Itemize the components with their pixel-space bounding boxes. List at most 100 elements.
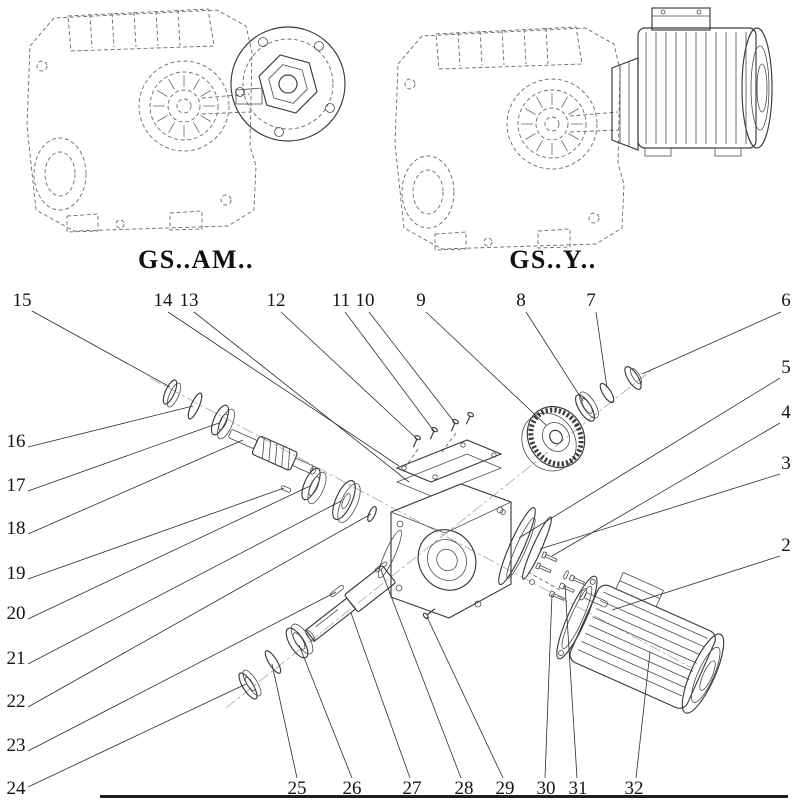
leader-line-17	[27, 422, 220, 492]
part-number-24: 24	[7, 778, 27, 799]
leader-line-27	[350, 612, 411, 779]
part-oring-3	[521, 516, 553, 580]
leader-line-24	[27, 683, 247, 788]
part-number-7: 7	[586, 290, 596, 311]
part-number-18: 18	[7, 518, 26, 539]
leader-line-4	[551, 422, 781, 557]
part-number-20: 20	[7, 603, 26, 624]
leader-line-21	[27, 500, 342, 665]
part-number-27: 27	[403, 778, 422, 799]
part-pin-19	[280, 485, 292, 493]
leader-line-30	[544, 593, 553, 779]
input-axis-centerline	[149, 377, 693, 669]
leader-line-12	[280, 311, 418, 440]
part-number-14: 14	[154, 290, 174, 311]
part-number-11: 11	[332, 290, 350, 311]
part-number-8: 8	[516, 290, 526, 311]
part-bearing-17	[210, 404, 235, 440]
part-cover-plate-14	[395, 439, 503, 483]
part-circlip-7	[599, 382, 615, 404]
bottom-border	[100, 795, 788, 798]
part-number-28: 28	[455, 778, 474, 799]
leader-line-31	[564, 584, 578, 779]
leader-line-11	[344, 311, 435, 432]
part-number-15: 15	[13, 290, 32, 311]
part-number-29: 29	[496, 778, 515, 799]
output-flange	[230, 26, 346, 142]
part-motor-32	[556, 571, 725, 714]
part-number-3: 3	[781, 453, 791, 474]
part-number-2: 2	[781, 535, 791, 556]
model-label-gs-y: GS..Y..	[509, 245, 597, 274]
output-axis-centerline	[225, 367, 655, 709]
part-number-12: 12	[267, 290, 286, 311]
part-circlip-25	[264, 650, 282, 674]
part-number-23: 23	[7, 735, 26, 756]
leader-line-8	[525, 311, 584, 402]
part-housing	[378, 483, 512, 619]
leader-line-18	[27, 439, 244, 535]
part-number-26: 26	[343, 778, 362, 799]
part-number-19: 19	[7, 563, 26, 584]
part-number-5: 5	[781, 357, 791, 378]
leader-line-3	[539, 473, 781, 550]
part-number-9: 9	[416, 290, 426, 311]
leader-line-15	[31, 310, 171, 388]
leader-line-22	[27, 513, 372, 708]
part-number-30: 30	[537, 778, 556, 799]
part-flange-5	[498, 506, 536, 586]
leader-line-19	[27, 487, 285, 580]
part-number-21: 21	[7, 648, 26, 669]
part-cover-screws	[405, 412, 475, 467]
part-number-31: 31	[569, 778, 588, 799]
part-output-shaft-27	[305, 565, 396, 642]
part-ring-6	[624, 366, 642, 390]
part-worm-shaft-18	[228, 429, 317, 475]
part-number-25: 25	[288, 778, 307, 799]
part-number-10: 10	[356, 290, 375, 311]
part-number-6: 6	[781, 290, 791, 311]
part-washer-21	[332, 479, 361, 523]
drawing-gs-y	[394, 7, 773, 251]
leader-line-7	[595, 311, 608, 389]
leader-line-2	[611, 555, 781, 611]
leader-line-32	[635, 651, 651, 779]
part-number-4: 4	[781, 402, 791, 423]
leader-line-5	[518, 377, 781, 539]
part-pin-28	[374, 561, 388, 573]
leader-line-13	[193, 311, 410, 483]
leader-line-23	[27, 591, 337, 752]
drawing-gs-am	[26, 8, 346, 233]
part-oring-22	[367, 506, 377, 522]
model-label-gs-am: GS..AM..	[138, 245, 254, 274]
part-number-16: 16	[7, 431, 26, 452]
part-bearing-8	[574, 391, 599, 422]
part-number-13: 13	[180, 290, 199, 311]
part-bolts-30-31	[527, 570, 585, 601]
leader-line-14	[167, 311, 400, 467]
leader-line-26	[298, 644, 353, 779]
part-screws-4	[535, 551, 558, 574]
part-gasket-13	[395, 453, 503, 497]
leader-line-16	[27, 405, 194, 448]
part-number-22: 22	[7, 691, 26, 712]
leader-line-25	[271, 663, 298, 779]
part-gear-9	[521, 405, 586, 472]
part-motor-shaft-2	[579, 588, 608, 608]
leader-line-28	[380, 569, 462, 779]
motor-static	[611, 7, 773, 157]
part-seal-24	[238, 669, 262, 700]
leader-line-20	[27, 485, 311, 620]
part-number-17: 17	[7, 475, 26, 496]
part-seal-ring-15	[162, 379, 182, 408]
part-key-23	[329, 584, 345, 598]
part-bearing-26	[285, 623, 314, 659]
exploded-view	[149, 366, 725, 714]
leader-line-29	[426, 616, 504, 779]
leader-line-6	[641, 311, 782, 375]
part-number-32: 32	[625, 778, 644, 799]
part-bearing-20	[301, 467, 327, 505]
